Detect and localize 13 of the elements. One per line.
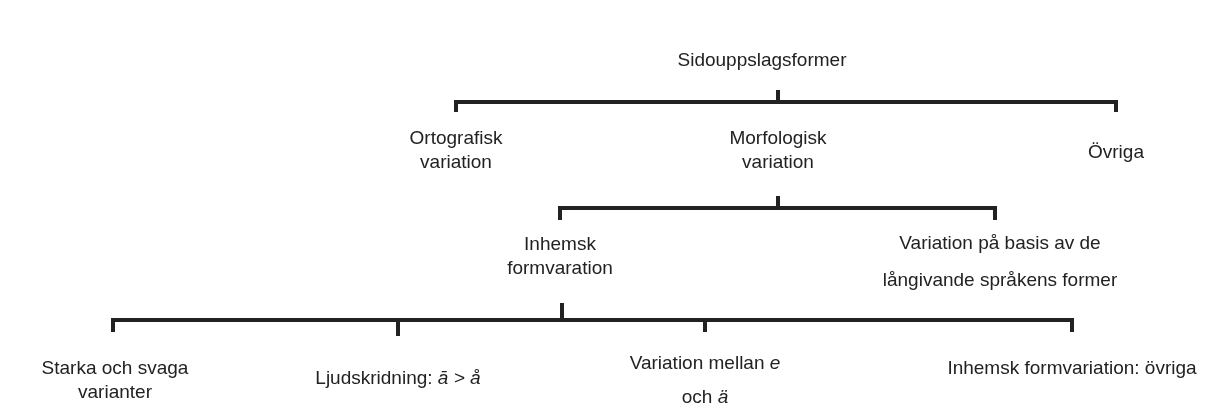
node-label: Sidouppslagsformer	[677, 49, 847, 70]
node-label: Starka och svaga varianter	[41, 357, 189, 402]
node-label: Variation mellan e och ä	[629, 352, 781, 408]
node-label: Morfologisk variation	[729, 127, 827, 172]
node-label: Övriga	[1088, 141, 1144, 162]
node-label: Inhemsk formvaration	[507, 233, 613, 278]
node-label: Ljudskridning: ā > å	[315, 367, 481, 388]
node-label: Variation på basis av de långivande språkens former	[882, 232, 1118, 291]
node-label: Inhemsk formvariation: övriga	[947, 357, 1197, 378]
bracket-connector	[560, 303, 1074, 332]
bracket-connector	[776, 196, 997, 220]
bracket-connector	[776, 90, 1118, 112]
node-label: Ortografisk variation	[409, 127, 503, 172]
